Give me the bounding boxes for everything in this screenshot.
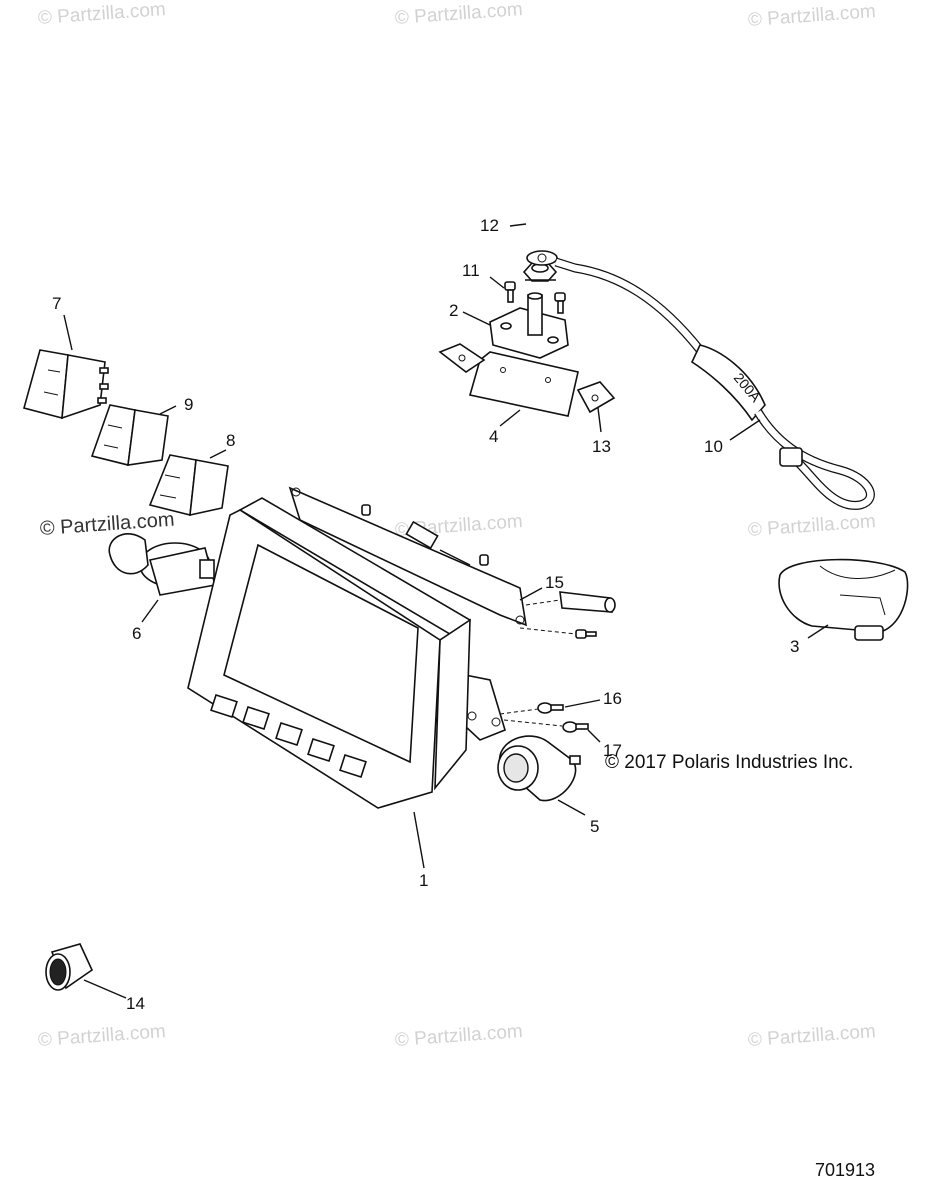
diagram-number: 701913 [815, 1160, 876, 1180]
part-5-power-socket[interactable] [497, 735, 581, 802]
callout-6: 6 [132, 624, 142, 643]
part-9-rocker-switch[interactable] [90, 404, 169, 466]
callout-12: 12 [480, 216, 499, 235]
part-bracket-screws[interactable] [361, 504, 597, 639]
callout-10: 10 [704, 437, 723, 456]
part-15-connector[interactable] [525, 591, 616, 613]
part-14-plug[interactable] [45, 943, 94, 991]
leader-14 [83, 979, 127, 999]
part-8-rocker-switch[interactable] [148, 454, 229, 517]
callout-5: 5 [590, 817, 600, 836]
part-13-clips[interactable] [438, 343, 616, 414]
leader-8 [209, 449, 227, 459]
callout-14: 14 [126, 994, 145, 1013]
part-7-rocker-switch[interactable] [23, 349, 109, 420]
callout-17: 17 [603, 741, 622, 760]
part-10-cable[interactable] [526, 250, 875, 510]
callout-13: 13 [592, 437, 611, 456]
leader-2 [462, 311, 491, 326]
callout-2: 2 [449, 301, 459, 320]
part-4-bracket[interactable] [468, 351, 579, 417]
callout-7: 7 [52, 294, 62, 313]
copyright-text: © 2017 Polaris Industries Inc. [605, 752, 854, 773]
leader-9 [159, 405, 177, 415]
leader-15 [519, 587, 543, 601]
part-6-key-switch[interactable] [108, 533, 216, 596]
callout-3: 3 [790, 637, 800, 656]
leader-13 [597, 407, 602, 433]
callout-8: 8 [226, 431, 236, 450]
leader-6 [141, 599, 159, 623]
part-17-screw[interactable] [503, 719, 589, 733]
leader-16 [564, 699, 601, 708]
leader-1 [413, 811, 425, 869]
callout-11: 11 [462, 261, 480, 280]
callout-4: 4 [489, 427, 499, 446]
part-2-terminal-block[interactable] [489, 292, 569, 359]
leader-12 [509, 223, 527, 227]
part-16-screw[interactable] [499, 702, 564, 715]
leader-7 [63, 314, 73, 351]
part-3-cover[interactable] [778, 558, 909, 641]
callout-15: 15 [545, 573, 564, 592]
part-1-display-unit[interactable] [187, 486, 528, 809]
callout-1: 1 [419, 871, 429, 890]
leader-17 [587, 729, 601, 743]
callout-16: 16 [603, 689, 622, 708]
leader-11 [489, 276, 505, 289]
part-11-screws[interactable] [504, 281, 566, 314]
callout-9: 9 [184, 395, 194, 414]
leader-5 [557, 799, 586, 816]
leader-3 [807, 624, 829, 639]
leader-4 [499, 409, 521, 427]
leader-10 [729, 419, 761, 441]
